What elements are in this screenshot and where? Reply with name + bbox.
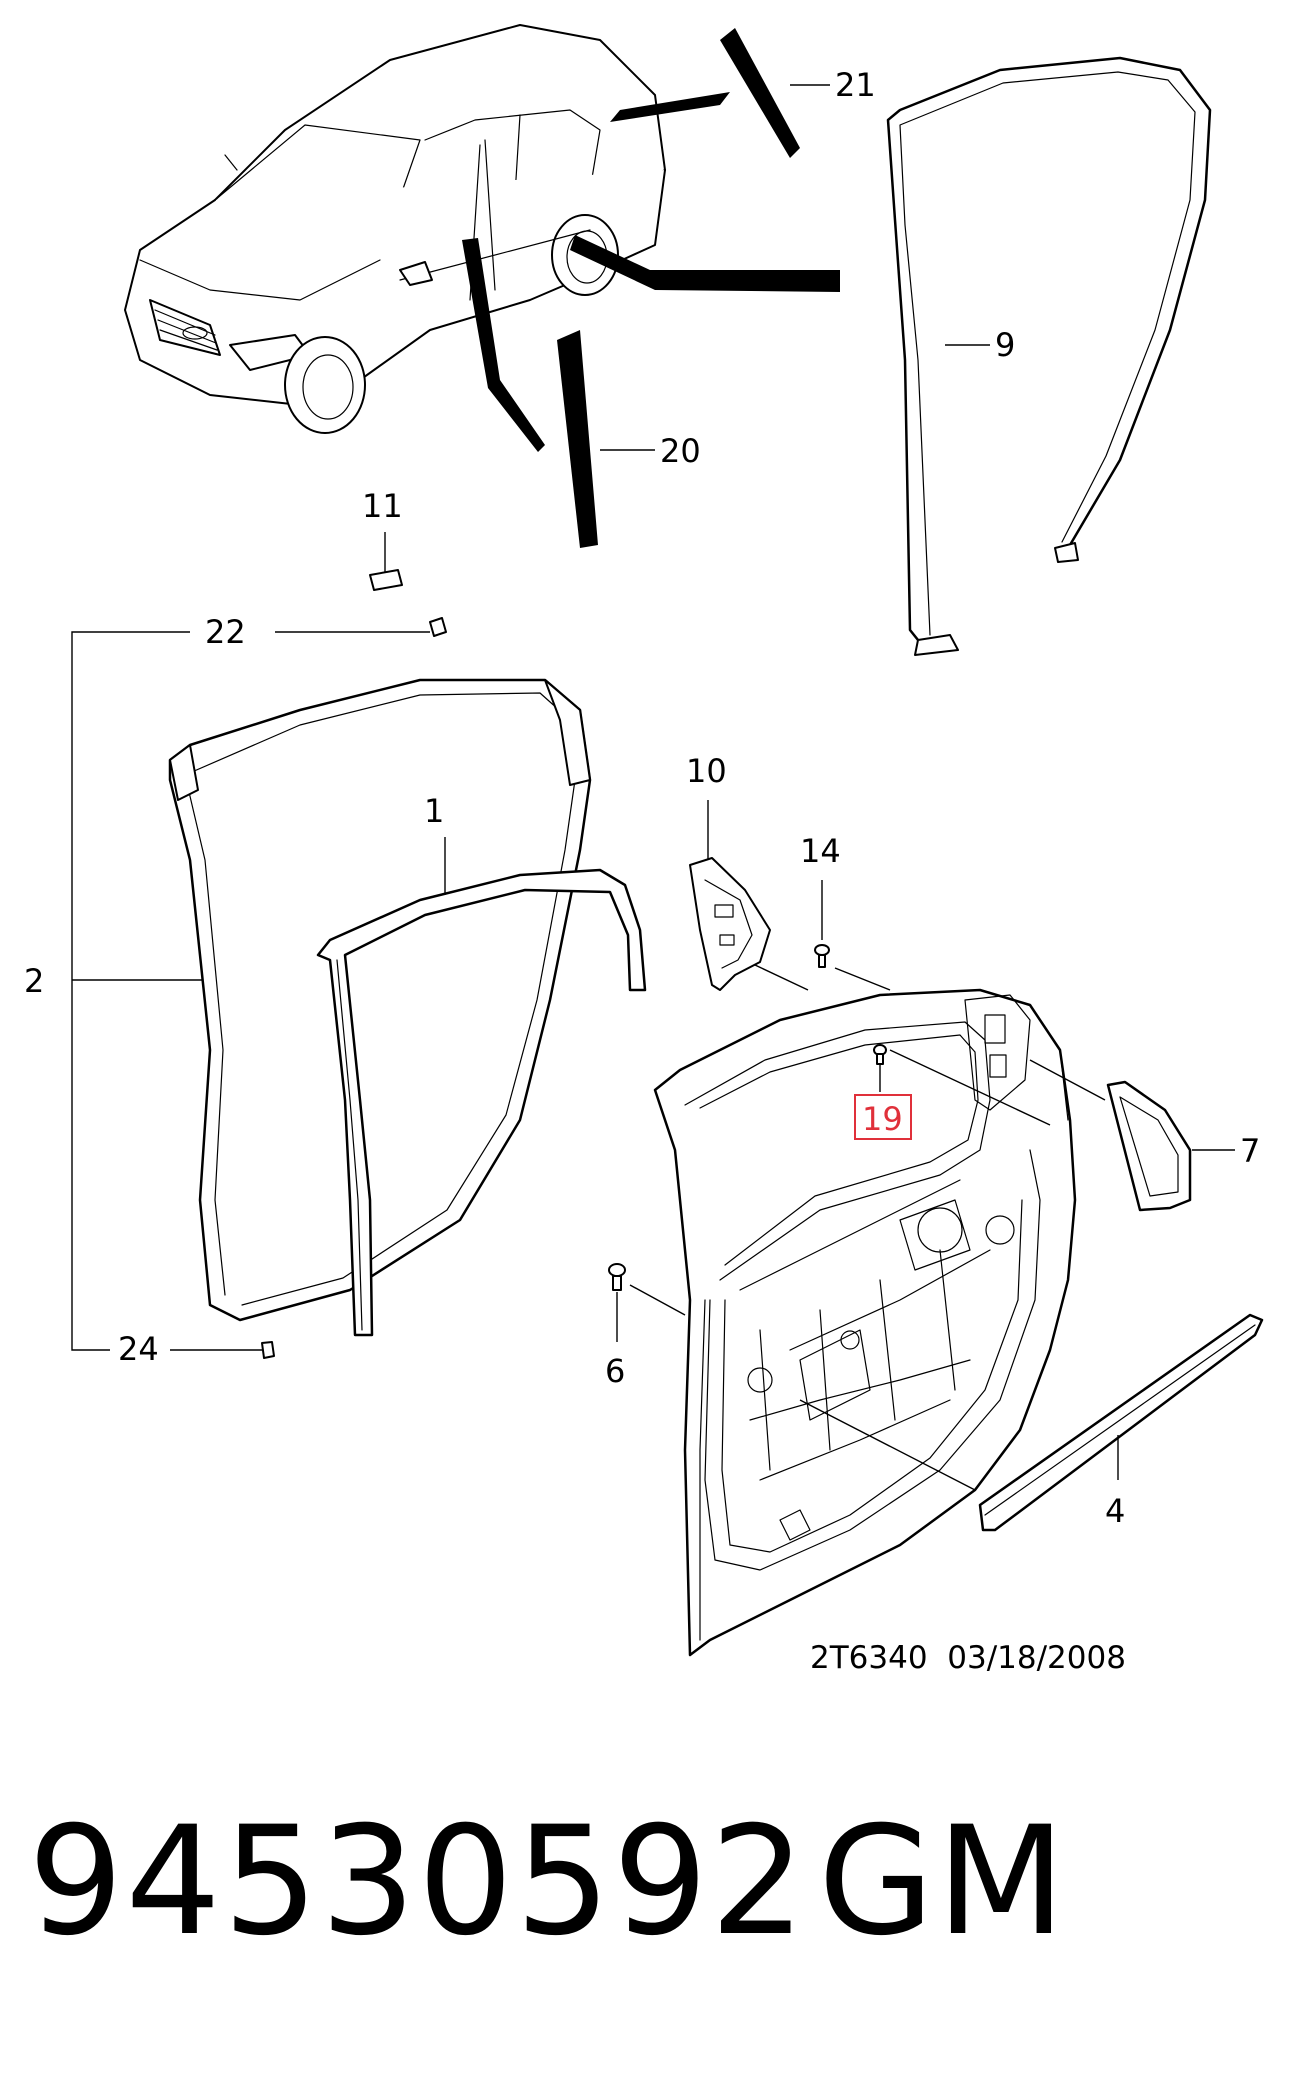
diagram-reference-code: 2T6340 03/18/2008 <box>810 1640 1126 1676</box>
part-2-body-side-seal <box>168 678 592 1322</box>
callout-7: 7 <box>1240 1132 1260 1170</box>
part-11-clip <box>369 569 403 591</box>
callout-19: 19 <box>862 1100 903 1138</box>
part-19-clip <box>873 1044 887 1065</box>
part-14-screw <box>814 944 830 968</box>
callout-24: 24 <box>118 1330 159 1368</box>
part-4-door-moulding <box>978 1313 1264 1532</box>
part-24-clip <box>261 1341 275 1359</box>
part-number: 94530592 <box>28 1795 808 1969</box>
callout-20: 20 <box>660 432 701 470</box>
part-22-clip <box>429 617 447 637</box>
part-9-door-frame-seal <box>886 56 1212 656</box>
part-7-quarter-glass <box>1106 1080 1192 1212</box>
seal-pointer-strips <box>462 28 840 548</box>
car-illustration <box>124 24 666 434</box>
callout-21: 21 <box>835 66 876 104</box>
callout-6: 6 <box>605 1352 625 1390</box>
callout-19-highlight-box <box>854 1094 912 1140</box>
callout-14: 14 <box>800 832 841 870</box>
brand-name: GM <box>818 1795 1068 1969</box>
callout-2: 2 <box>24 962 44 1000</box>
part-1-window-channel <box>316 868 647 1337</box>
callout-1: 1 <box>424 792 444 830</box>
callout-22-label: 22 <box>205 613 246 651</box>
callout-9: 9 <box>995 326 1015 364</box>
part-10-bracket <box>689 857 771 991</box>
rear-door-assembly <box>653 988 1077 1657</box>
callout-10: 10 <box>686 752 727 790</box>
callout-4: 4 <box>1105 1492 1125 1530</box>
callout-11: 11 <box>362 487 403 525</box>
part-6-screw <box>608 1263 626 1291</box>
